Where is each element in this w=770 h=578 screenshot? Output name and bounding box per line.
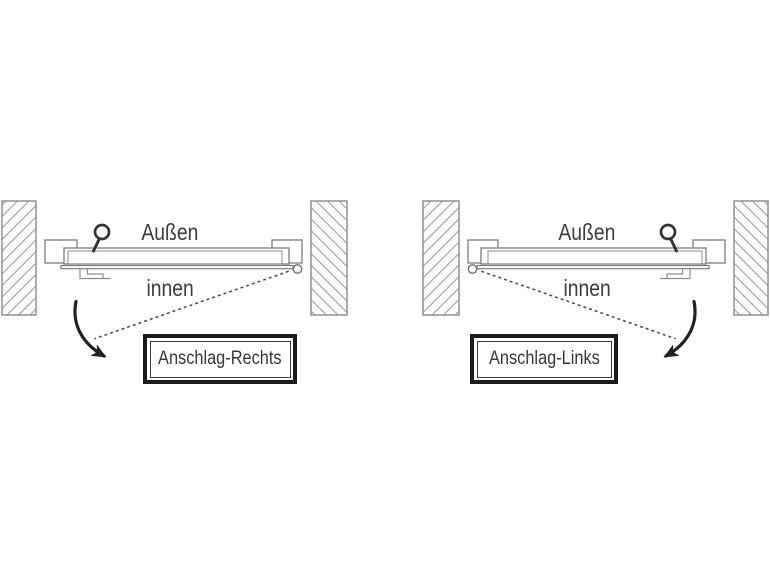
caption-text-left-hinge: Anschlag-Links	[488, 348, 600, 369]
inside-label-right-hinge: innen	[110, 277, 230, 300]
caption-box-inner-frame: Anschlag-Links	[476, 340, 612, 378]
caption-text-right-hinge: Anschlag-Rechts	[158, 348, 282, 369]
caption-box-inner-frame: Anschlag-Rechts	[149, 340, 291, 378]
inside-label-text: innen	[146, 275, 194, 301]
inside-label-text: innen	[563, 275, 611, 301]
outside-label-left-hinge: Außen	[527, 221, 647, 244]
outside-label-text: Außen	[141, 219, 199, 245]
outside-label-right-hinge: Außen	[110, 221, 230, 244]
caption-box-left-hinge: Anschlag-Links	[470, 334, 618, 384]
caption-box-right-hinge: Anschlag-Rechts	[143, 334, 297, 384]
outside-label-text: Außen	[558, 219, 616, 245]
inside-label-left-hinge: innen	[527, 277, 647, 300]
